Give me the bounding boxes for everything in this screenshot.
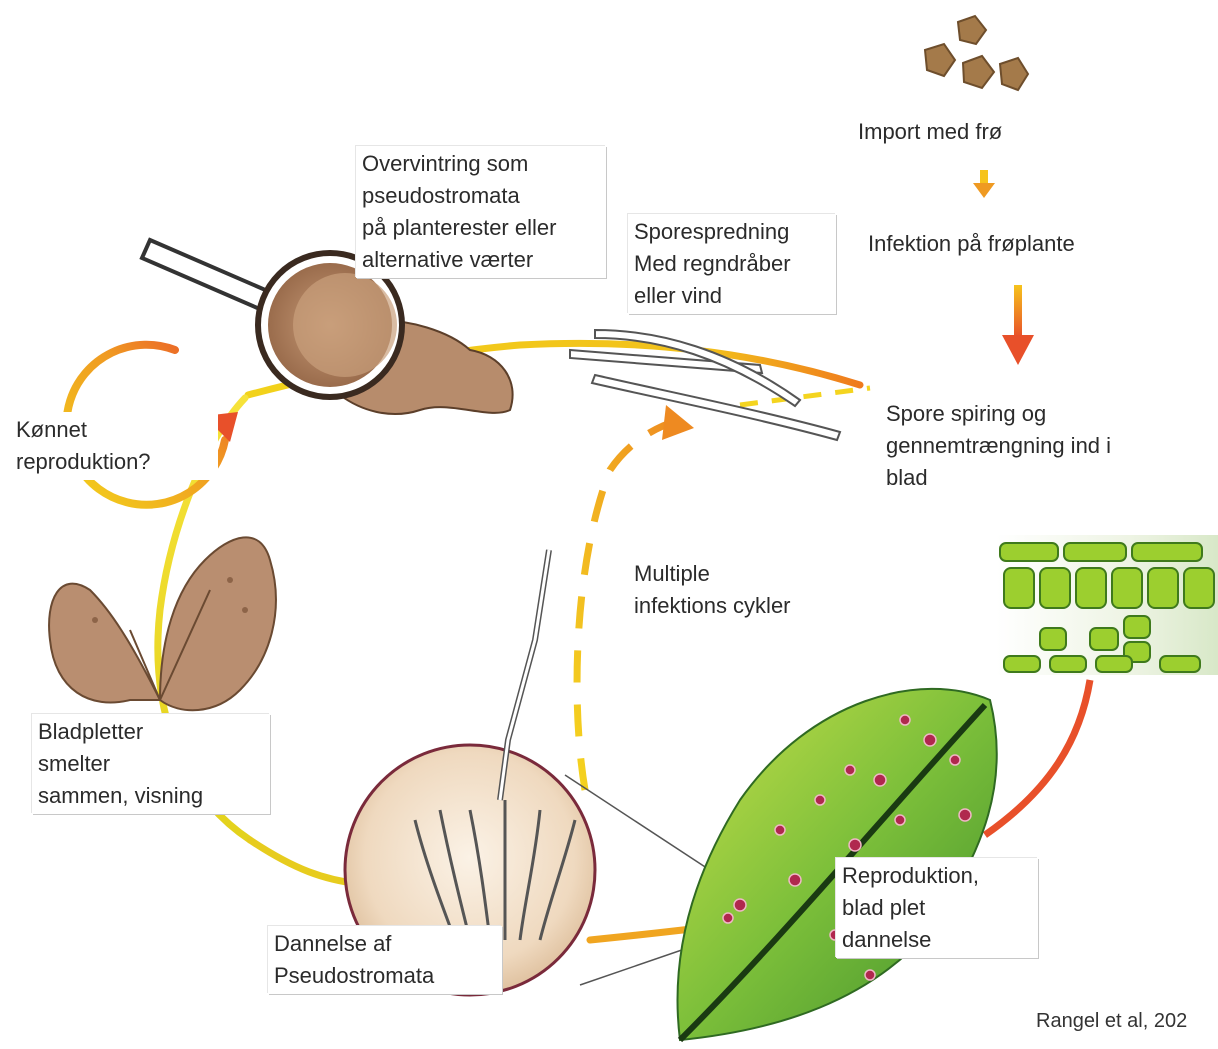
label-leaf-spots-merge: Bladpletter smelter sammen, visning (32, 714, 270, 814)
seed-icons (925, 16, 1028, 90)
leaf-to-cells-arrow (985, 680, 1090, 835)
multiple-cycles-arrowhead (662, 405, 694, 440)
label-spore-dispersal: Sporespredning Med regndråber eller vind (628, 214, 836, 314)
cycle-arc-bottom-left (250, 840, 360, 884)
leaf-cross-section (996, 535, 1218, 675)
label-overwintering: Overvintring som pseudostromata på plant… (356, 146, 606, 278)
label-sexual-reproduction: Kønnet reproduktion? (10, 412, 218, 480)
seed-arrows (973, 170, 1034, 365)
wilted-brown-leaves (49, 537, 276, 710)
label-reproduction-leaf-spot: Reproduktion, blad plet dannelse (836, 858, 1038, 958)
label-seedling-infection: Infektion på frøplante (862, 226, 1081, 262)
label-import-seed: Import med frø (852, 114, 1008, 150)
source-credit: Rangel et al, 202 (1036, 1010, 1218, 1033)
label-multiple-cycles: Multiple infektions cykler (628, 556, 860, 624)
label-spore-germination: Spore spiring og gennemtrængning ind i b… (880, 396, 1170, 496)
spore-to-leaf-dashes (740, 388, 870, 405)
label-pseudostromata-formation: Dannelse af Pseudostromata (268, 926, 502, 994)
